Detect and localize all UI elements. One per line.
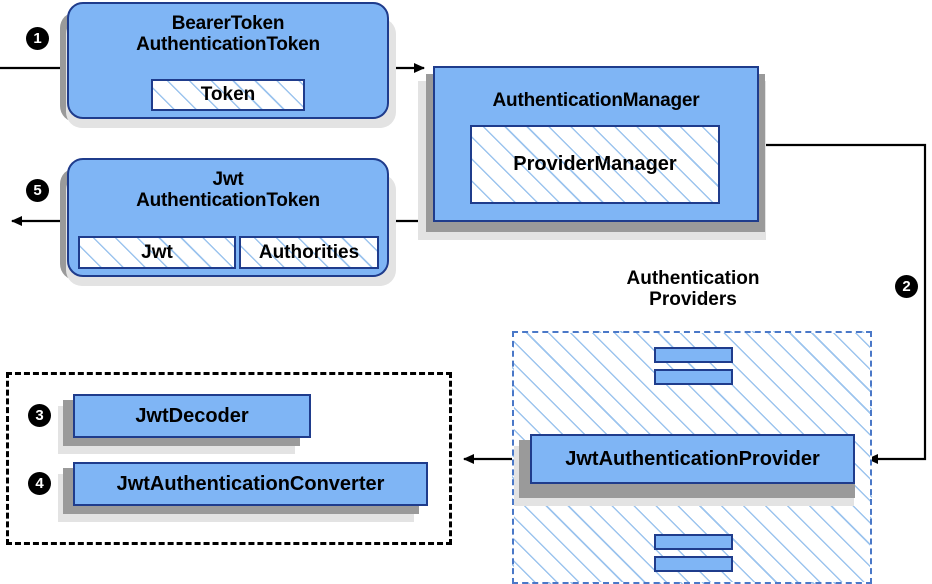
providers-title-line2: Providers (649, 289, 737, 311)
bearer-token-title: BearerToken AuthenticationToken (69, 13, 387, 56)
bearer-token-slot-label: Token (200, 84, 256, 105)
callout-3-label: 3 (35, 407, 44, 424)
provider-manager-label: ProviderManager (513, 153, 677, 175)
provider-stack-bar-top-2 (654, 369, 733, 385)
callout-4-label: 4 (35, 475, 44, 492)
auth-manager-title-label: AuthenticationManager (492, 90, 700, 111)
callout-2: 2 (895, 275, 918, 298)
callout-5-label: 5 (33, 182, 42, 199)
node-jwt-authentication-provider[interactable]: JwtAuthenticationProvider (530, 434, 855, 484)
auth-manager-slot-provider-manager[interactable]: ProviderManager (470, 125, 720, 204)
jwt-token-slot-jwt-label: Jwt (141, 241, 173, 263)
callout-1: 1 (26, 27, 49, 50)
jwt-token-slot-authorities[interactable]: Authorities (239, 236, 379, 269)
provider-stack-bar-top-1 (654, 347, 733, 363)
authentication-providers-title: Authentication Providers (593, 268, 793, 311)
node-jwt-decoder[interactable]: JwtDecoder (73, 394, 311, 438)
jwt-decoder-label: JwtDecoder (135, 404, 249, 427)
node-authentication-manager[interactable]: AuthenticationManager ProviderManager (433, 66, 759, 222)
node-jwt-authentication-token[interactable]: Jwt AuthenticationToken Jwt Authorities (67, 158, 389, 277)
callout-4: 4 (28, 472, 51, 495)
node-jwt-authentication-converter[interactable]: JwtAuthenticationConverter (73, 462, 428, 506)
jwt-token-title-line1: Jwt (212, 169, 244, 190)
callout-2-label: 2 (902, 278, 911, 295)
callout-3: 3 (28, 404, 51, 427)
jwt-support-beans-container (6, 372, 452, 545)
provider-stack-bar-bottom-2 (654, 556, 733, 572)
providers-title-line1: Authentication (626, 268, 760, 289)
bearer-token-slot-token[interactable]: Token (151, 79, 305, 111)
jwt-token-slot-authorities-label: Authorities (258, 241, 360, 263)
auth-manager-title: AuthenticationManager (435, 90, 757, 111)
jwt-provider-label: JwtAuthenticationProvider (565, 447, 820, 470)
jwt-token-title: Jwt AuthenticationToken (69, 169, 387, 212)
jwt-token-title-line2: AuthenticationToken (136, 190, 320, 212)
bearer-token-title-line2: AuthenticationToken (136, 34, 320, 56)
provider-stack-bar-bottom-1 (654, 534, 733, 550)
jwt-token-slot-jwt[interactable]: Jwt (78, 236, 236, 269)
callout-5: 5 (26, 179, 49, 202)
callout-1-label: 1 (33, 30, 42, 47)
bearer-token-title-line1: BearerToken (171, 13, 285, 34)
node-bearer-token-authentication-token[interactable]: BearerToken AuthenticationToken Token (67, 2, 389, 119)
jwt-converter-label: JwtAuthenticationConverter (116, 472, 385, 495)
